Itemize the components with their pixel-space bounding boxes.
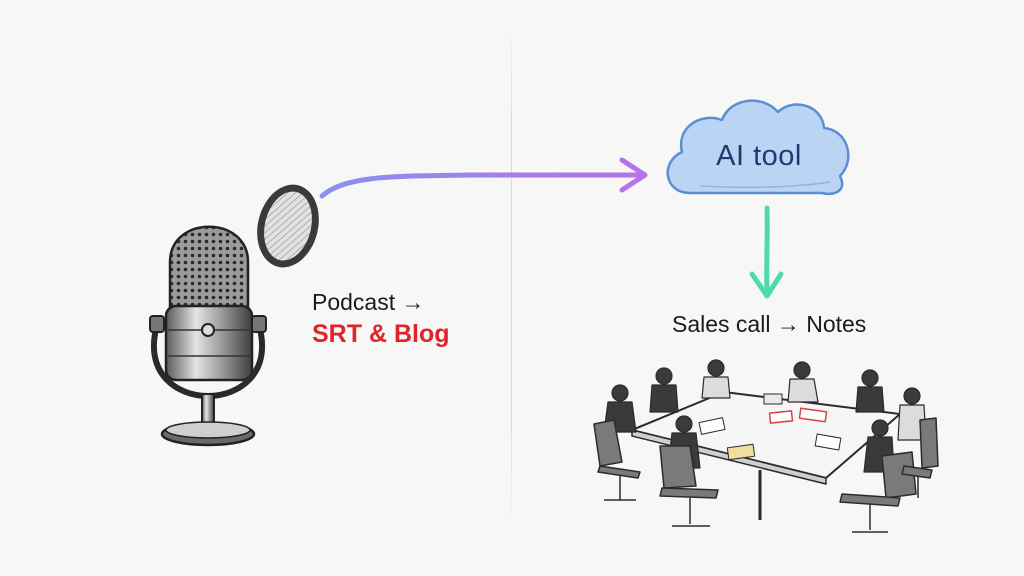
microphone-icon — [149, 184, 319, 447]
cloud-icon — [666, 99, 850, 196]
meeting-table-illustration — [593, 359, 939, 533]
sales-call-label: Sales call → Notes — [672, 311, 867, 337]
podcast-label: Podcast → — [312, 289, 425, 315]
down-arrow — [749, 205, 784, 299]
center-divider — [511, 18, 512, 528]
flow-arrow — [319, 157, 648, 199]
srt-blog-label: SRT & Blog — [312, 320, 450, 348]
ai-tool-label: AI tool — [716, 140, 802, 172]
